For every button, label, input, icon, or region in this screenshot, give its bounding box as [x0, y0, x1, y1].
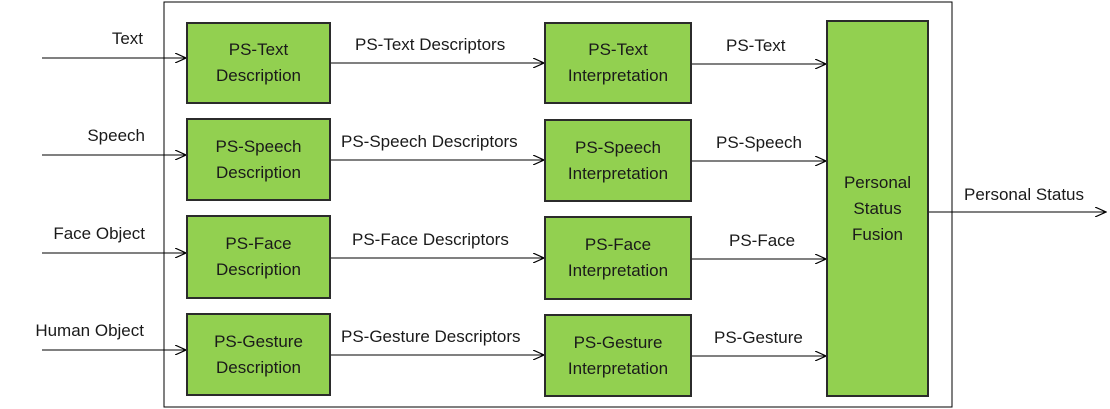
ps-speech-description-block: PS-Speech Description: [186, 118, 331, 201]
block-line-1: PS-Text: [228, 40, 289, 59]
output-label-personal-status: Personal Status: [964, 185, 1085, 204]
interp-output-label-speech: PS-Speech: [716, 133, 802, 152]
block-line-2: Description: [215, 66, 302, 85]
ps-face-interpretation-block: PS-Face Interpretation: [544, 216, 692, 300]
input-label-face-object: Face Object: [53, 224, 145, 243]
input-label-human-object: Human Object: [35, 321, 144, 340]
block-line-2: Description: [215, 162, 302, 182]
input-label-text: Text: [111, 29, 143, 48]
block-line-2: Status: [853, 198, 902, 218]
personal-status-fusion-block: Personal Status Fusion: [826, 20, 929, 397]
ps-text-description-block: PS-Text Description: [186, 22, 331, 104]
ps-text-interpretation-block: PS-Text Interpretation: [544, 22, 692, 104]
interp-output-label-text: PS-Text: [726, 36, 786, 55]
block-line-1: PS-Gesture: [214, 331, 303, 351]
descriptor-label-gesture: PS-Gesture Descriptors: [341, 327, 521, 346]
block-line-2: Description: [215, 357, 302, 377]
block-line-1: Personal: [843, 172, 912, 192]
block-line-2: Interpretation: [567, 261, 669, 280]
block-line-3: Fusion: [851, 224, 904, 244]
block-line-1: PS-Gesture: [573, 332, 663, 352]
ps-face-description-block: PS-Face Description: [186, 215, 331, 299]
block-line-2: Interpretation: [567, 163, 669, 183]
system-boundary: [163, 1, 953, 408]
descriptor-label-text: PS-Text Descriptors: [355, 35, 506, 54]
input-label-speech: Speech: [87, 126, 145, 145]
ps-gesture-description-block: PS-Gesture Description: [186, 313, 331, 396]
descriptor-label-face: PS-Face Descriptors: [352, 230, 509, 249]
block-line-1: PS-Speech: [215, 136, 302, 156]
block-line-1: PS-Face: [584, 235, 652, 254]
interp-output-label-gesture: PS-Gesture: [714, 328, 803, 347]
descriptor-label-speech: PS-Speech Descriptors: [341, 132, 518, 151]
ps-speech-interpretation-block: PS-Speech Interpretation: [544, 119, 692, 202]
ps-gesture-interpretation-block: PS-Gesture Interpretation: [544, 314, 692, 397]
interp-output-label-face: PS-Face: [729, 231, 796, 250]
block-line-2: Interpretation: [567, 358, 669, 378]
block-line-2: Interpretation: [567, 66, 669, 85]
block-line-1: PS-Text: [588, 40, 648, 59]
block-line-1: PS-Speech: [575, 137, 661, 157]
block-line-2: Description: [215, 260, 302, 279]
block-line-1: PS-Face: [225, 234, 292, 253]
